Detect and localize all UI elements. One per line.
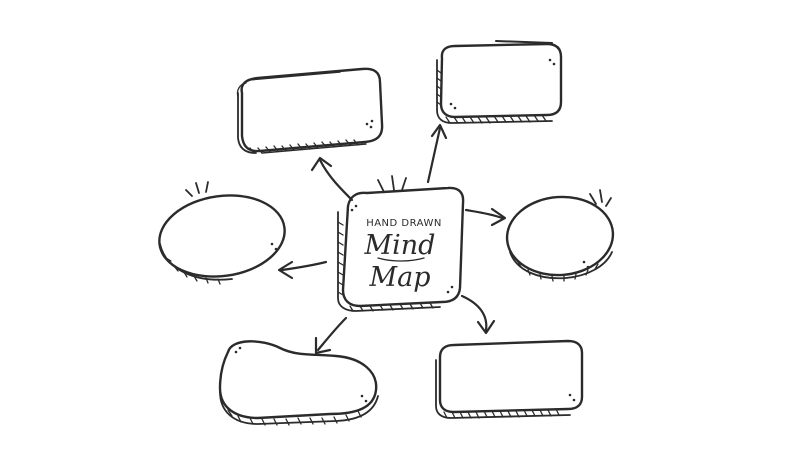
branch-box-bottom-right xyxy=(435,339,584,419)
arrow-to-top-right xyxy=(426,123,448,184)
arrow-to-top-left xyxy=(310,156,354,202)
center-title-line3: Map xyxy=(368,262,430,293)
arrow-to-bottom-left xyxy=(314,316,348,355)
arrow-to-right xyxy=(464,207,507,227)
center-node: HAND DRAWN Mind Map xyxy=(337,175,465,312)
arrow-to-bottom-right xyxy=(460,294,496,335)
branch-box-top-left xyxy=(236,67,384,154)
center-title-line1: HAND DRAWN xyxy=(366,218,442,229)
branch-ellipse-left xyxy=(158,181,286,285)
branch-blob-bottom-left xyxy=(218,340,379,426)
branch-ellipse-right xyxy=(505,189,615,282)
branch-box-top-right xyxy=(436,40,563,124)
arrow-to-left xyxy=(277,260,328,280)
center-title-line2: Mind xyxy=(364,230,436,261)
